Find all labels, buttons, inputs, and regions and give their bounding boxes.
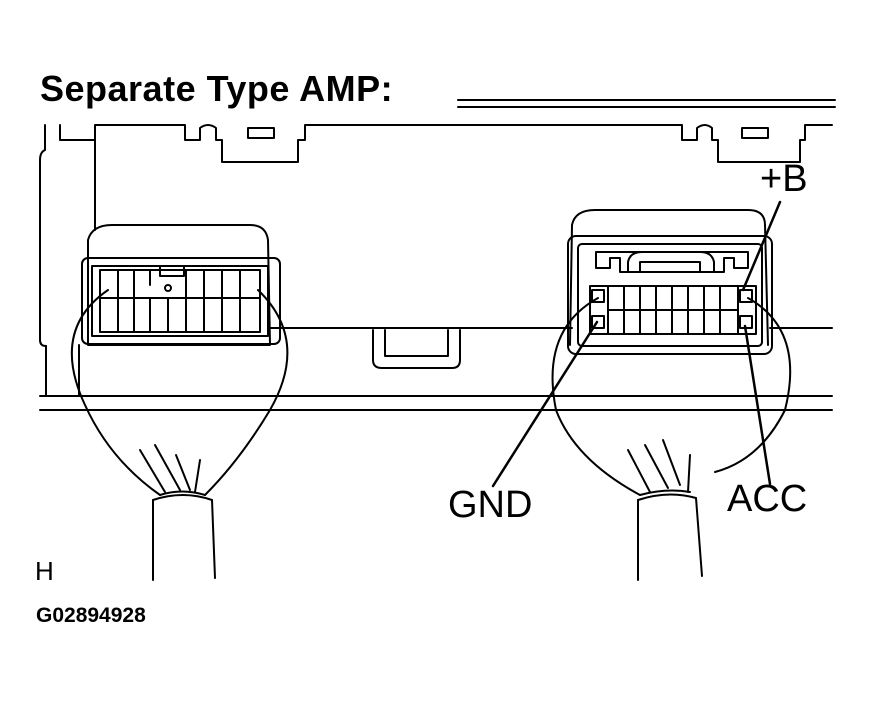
right-harness [551,297,792,581]
plus-b-leader [741,200,782,292]
page-title: Separate Type AMP: [40,68,394,109]
figure-id: G02894928 [36,604,146,627]
gnd-leader [491,320,599,488]
title-rule [457,99,836,108]
acc-leader [743,324,772,486]
left-connector [81,224,281,346]
plus-b-label: +B [760,158,808,200]
left-harness [70,289,289,581]
amp-housing [39,124,833,411]
right-connector [567,209,773,355]
acc-label: ACC [727,478,808,520]
view-letter: H [35,556,54,586]
leader-lines [491,200,782,488]
gnd-label: GND [448,484,533,526]
